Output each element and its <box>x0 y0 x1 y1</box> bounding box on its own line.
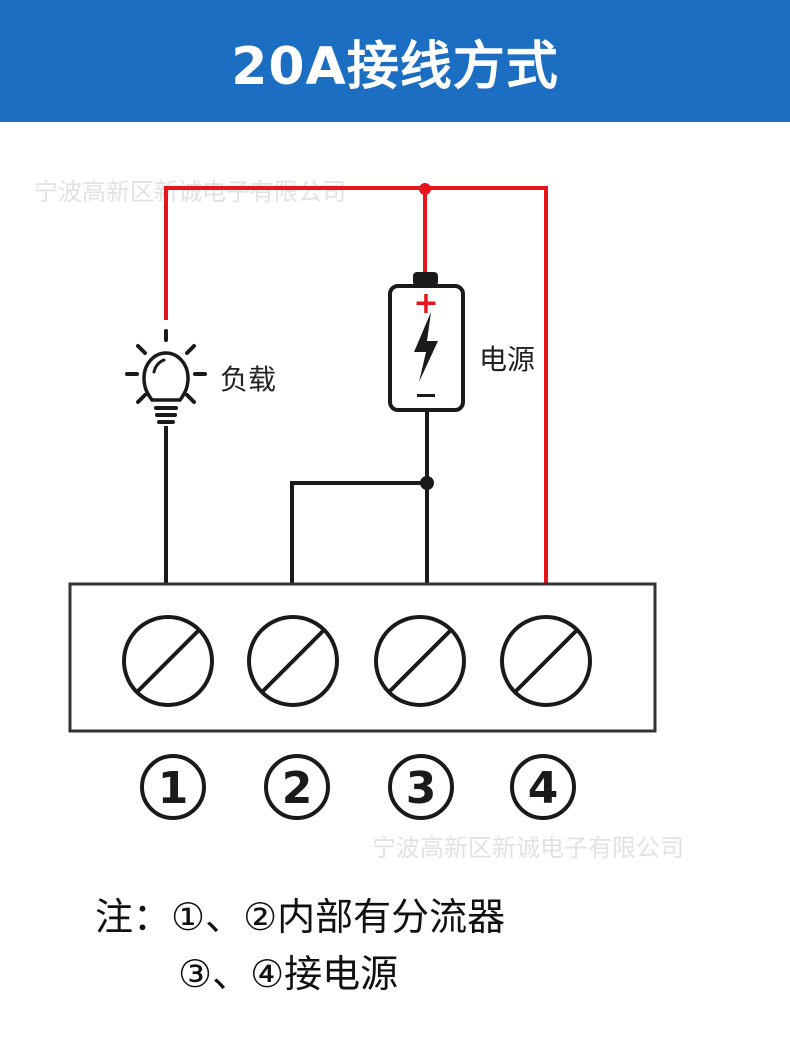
terminal-number-4: 4 <box>510 754 576 820</box>
terminal-screw-1 <box>122 615 214 707</box>
note-line-2: ③、④接电源 <box>178 952 399 996</box>
load-label: 负载 <box>220 363 277 396</box>
svg-text:4: 4 <box>528 763 559 814</box>
power-label: 电源 <box>479 343 536 376</box>
watermark-top: 宁波高新区新诚电子有限公司 <box>34 178 346 206</box>
battery-plus-sign: + <box>413 286 438 321</box>
positive-wire <box>164 186 548 585</box>
battery-icon <box>388 272 465 412</box>
svg-text:1: 1 <box>158 763 189 814</box>
terminal-screw-4 <box>500 615 592 707</box>
terminal-number-3: 3 <box>388 754 454 820</box>
terminal-screw-2 <box>247 615 339 707</box>
positive-junction <box>419 183 431 195</box>
negative-wire <box>164 410 429 586</box>
page-title: 20A接线方式 <box>231 36 559 97</box>
terminal-number-2: 2 <box>264 754 330 820</box>
title-banner: 20A接线方式 <box>0 0 790 122</box>
svg-text:3: 3 <box>406 763 437 814</box>
lightbulb-icon <box>125 329 207 424</box>
battery-minus-sign <box>417 394 435 397</box>
watermark-bottom: 宁波高新区新诚电子有限公司 <box>372 834 684 862</box>
negative-junction <box>420 476 434 490</box>
note-line-1: 注：①、②内部有分流器 <box>95 895 506 939</box>
svg-text:2: 2 <box>282 763 313 814</box>
terminal-screw-3 <box>374 615 466 707</box>
terminal-number-1: 1 <box>140 754 206 820</box>
